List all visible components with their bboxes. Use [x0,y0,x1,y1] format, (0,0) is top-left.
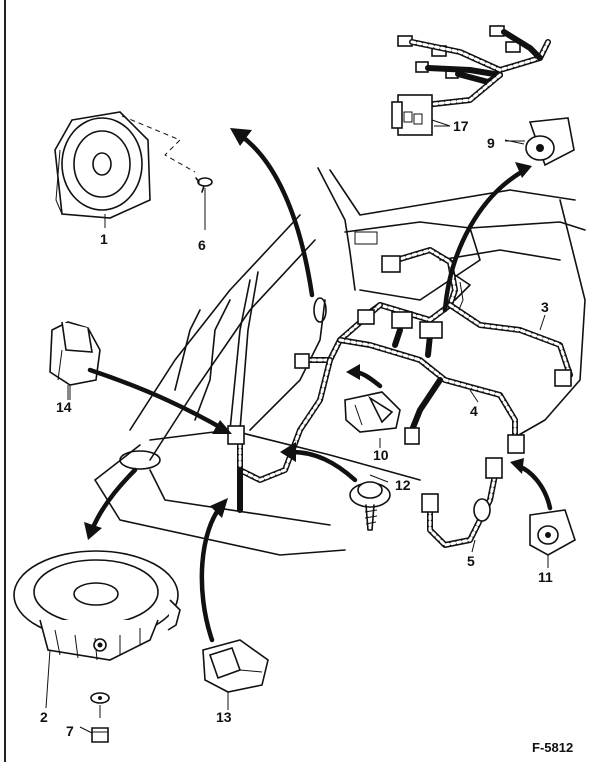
wiring-harness-3-4 [227,247,573,513]
speaker-harness-part-5 [421,457,503,548]
grommet-part-12 [349,481,391,531]
callout-leaders [45,125,549,710]
callout-7: 7 [66,723,74,739]
callout-13: 13 [216,709,232,725]
callout-1: 1 [100,231,108,247]
car-interior-outline [94,167,586,556]
connector-part-11 [529,509,576,556]
callout-9: 9 [487,135,495,151]
callout-4: 4 [470,403,478,419]
callout-3: 3 [541,299,549,315]
clip-part-10 [344,391,401,433]
figure-code: F-5812 [532,740,573,755]
callout-6: 6 [198,237,206,253]
round-connector-part-9 [504,117,575,167]
callout-17: 17 [453,118,469,134]
callout-14: 14 [56,399,72,415]
callout-2: 2 [40,709,48,725]
callout-labels: 1 6 17 9 3 4 10 12 5 11 14 13 2 7 [40,118,553,739]
lower-speaker [13,550,181,661]
callout-11: 11 [538,569,553,585]
upper-speaker [54,111,196,219]
screw-part-7 [79,692,110,743]
diagram-frame [4,0,600,762]
callout-5: 5 [467,553,475,569]
assembly-arrows [84,128,553,643]
clip-part-14 [49,321,101,400]
radio-connector-part-17 [391,25,551,136]
callout-10: 10 [373,447,389,463]
callout-12: 12 [395,477,411,493]
clip-part-13 [202,639,269,693]
screw-part-6 [195,177,213,230]
